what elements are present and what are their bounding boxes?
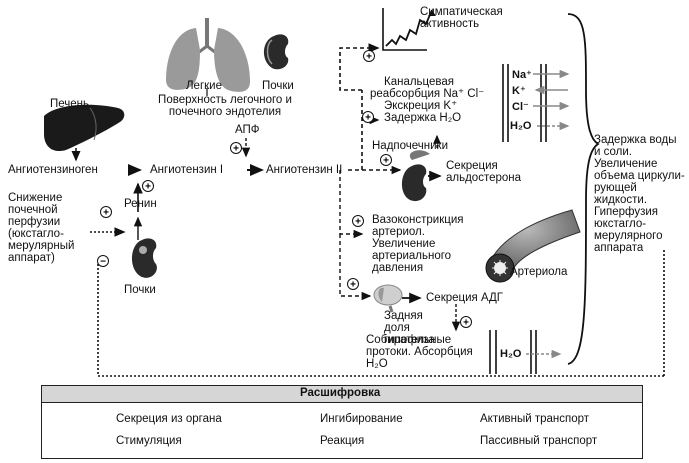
sympathetic-label: Симпатическая активность xyxy=(420,6,503,30)
svg-text:+: + xyxy=(463,318,469,329)
tubular-label-1: Канальцевая xyxy=(384,76,454,88)
lungs-label: Легкие xyxy=(186,80,222,92)
excretion-label: Экскреция K⁺ xyxy=(384,100,458,112)
legend-secretion: Секреция из органа xyxy=(116,413,222,425)
ion-h2o: H₂O xyxy=(510,120,532,132)
adrenal-kidney-icon xyxy=(401,150,430,202)
svg-text:+: + xyxy=(365,113,371,124)
legend-active: Активный транспорт xyxy=(480,413,590,425)
pituitary-icon xyxy=(373,284,403,313)
svg-text:+: + xyxy=(350,280,356,291)
legend: Расшифровка Секреция из органа Ингибиров… xyxy=(41,385,643,459)
lung-surface-label: Поверхность легочного и почечного эндоте… xyxy=(158,94,292,118)
svg-text:+: + xyxy=(366,52,372,63)
renin-label: Ренин xyxy=(124,198,157,210)
perfusion-label: Снижение почечной перфузии (юкстагло-мер… xyxy=(8,192,75,264)
lungs-icon xyxy=(166,18,250,92)
angiotensin1-label: Ангиотензин I xyxy=(150,164,224,176)
legend-stimulation: Стимуляция xyxy=(116,435,182,447)
ace-label: АПФ xyxy=(235,124,260,136)
kidney-bottom-label: Почки xyxy=(124,284,156,296)
svg-text:−: − xyxy=(100,257,106,268)
kidney-top-icon xyxy=(263,34,289,70)
liver-icon xyxy=(44,104,125,152)
svg-text:+: + xyxy=(233,144,239,155)
pituitary-label: Задняя доля гипофиза xyxy=(384,310,435,346)
vaso-label: Вазоконстрикция артериол. Увеличение арт… xyxy=(372,214,464,274)
legend-reaction: Реакция xyxy=(320,435,365,447)
svg-text:+: + xyxy=(103,208,109,219)
liver-label: Печень xyxy=(50,98,90,110)
summary-brace xyxy=(567,13,600,365)
arteriole-label: Артериола xyxy=(510,266,568,278)
aldosterone-label-1: Секреция xyxy=(446,160,498,172)
kidneys-top-label: Почки xyxy=(262,80,294,92)
kidney-bottom-icon xyxy=(131,238,157,278)
svg-text:+: + xyxy=(355,217,361,228)
angiotensin2-label: Ангиотензин II xyxy=(266,164,343,176)
legend-title-bar xyxy=(42,386,642,403)
legend-passive: Пассивный транспорт xyxy=(480,435,598,447)
retention-label: Задержка H₂O xyxy=(384,112,462,124)
svg-text:+: + xyxy=(145,182,151,193)
adh-label: Секреция АДГ xyxy=(426,292,504,304)
legend-inhibition: Ингибирование xyxy=(320,413,403,425)
arteriole-icon xyxy=(485,209,581,283)
sign-markers: + + + − + + + + + + xyxy=(97,50,472,329)
svg-text:+: + xyxy=(383,156,389,167)
feedback-loop xyxy=(97,262,664,377)
summary-label: Задержка воды и соли. Увеличение объема … xyxy=(594,134,685,254)
ion-k: K⁺ xyxy=(512,85,526,97)
legend-title: Расшифровка xyxy=(300,387,381,399)
angiotensinogen-label: Ангиотензиноген xyxy=(8,164,98,176)
ion-h2o-collecting: H₂O xyxy=(500,348,522,360)
sympathetic-graph xyxy=(382,8,436,51)
collecting-label: Собирательные протоки. Абсорбция H₂O xyxy=(366,334,473,370)
tubule-walls xyxy=(489,64,570,374)
tubular-label-2: реабсорбция Na⁺ Cl⁻ xyxy=(370,88,485,100)
aldosterone-label-2: альдостерона xyxy=(446,172,522,184)
ion-na: Na⁺ xyxy=(512,69,532,81)
ion-cl: Cl⁻ xyxy=(512,101,529,113)
adrenal-label: Надпочечники xyxy=(372,140,449,152)
arrow-sympathetic xyxy=(339,43,380,91)
